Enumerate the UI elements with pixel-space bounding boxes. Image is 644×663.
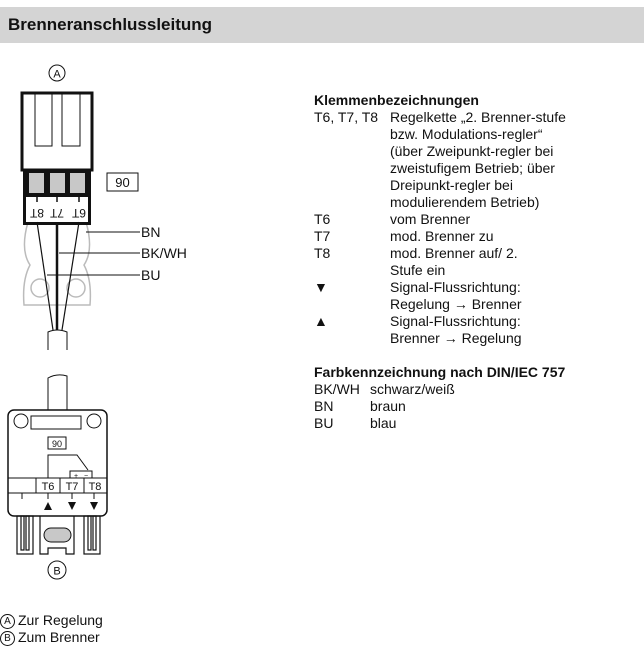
- list-item: T8 mod. Brenner auf/ 2. Stufe ein: [314, 245, 570, 279]
- color-value: braun: [370, 398, 406, 414]
- connector-diagram: A 8T 7T 6T 90 BN BK/WH BU 90 + − T6 T7 T…: [7, 64, 187, 580]
- color-key: BU: [314, 415, 334, 431]
- terminal-t8: T8: [89, 481, 102, 493]
- burner-plug: [7, 409, 108, 517]
- term-value: Signal-Flussrichtung: Regelung → Brenner: [390, 279, 522, 312]
- arrow-down-icon: ▼: [314, 279, 328, 295]
- term-value: mod. Brenner zu: [390, 228, 494, 244]
- cable-top: [47, 329, 68, 350]
- plug-housing: [20, 91, 94, 172]
- terminal-t6: T6: [42, 481, 55, 493]
- color-key: BN: [314, 398, 334, 414]
- signal-arrows: [44, 502, 98, 510]
- wires: [36, 221, 80, 331]
- marker-b-legend: B: [0, 631, 15, 646]
- code-label: 90: [115, 175, 129, 190]
- color-value: blau: [370, 415, 397, 431]
- section-header: Brenneranschlussleitung: [0, 7, 644, 43]
- list-item: T6, T7, T8 Regelkette „2. Brenner-stufe b…: [314, 109, 570, 211]
- list-item: BU blau: [314, 415, 570, 432]
- marker-a-circle: [48, 64, 66, 82]
- code-label-bottom: 90: [52, 439, 62, 449]
- term-key: T8: [314, 245, 331, 261]
- terminal-label: 6T: [71, 206, 86, 220]
- list-item: ▼ Signal-Flussrichtung: Regelung → Brenne…: [314, 279, 570, 313]
- plug-slot: [61, 93, 81, 147]
- section-title: Brenneranschlussleitung: [8, 15, 213, 34]
- legend-text: Zur Regelung: [18, 612, 103, 628]
- terminal-contact: [50, 173, 65, 193]
- color-key: BK/WH: [314, 381, 360, 397]
- terminal-designations: Klemmenbezeichnungen T6, T7, T8 Regelkett…: [314, 92, 570, 432]
- list-item: ▲ Signal-Flussrichtung: Brenner → Regelun…: [314, 313, 570, 347]
- marker-b-circle: [47, 560, 67, 580]
- cable-bottom: [47, 374, 68, 410]
- plus-sign: +: [74, 473, 78, 480]
- term-value: Regelkette „2. Brenner-stufe bzw. Modula…: [390, 109, 566, 210]
- legend-text: Zum Brenner: [18, 629, 100, 645]
- list-item: BN braun: [314, 398, 570, 415]
- minus-sign: −: [84, 473, 88, 480]
- marker-b: B: [53, 566, 60, 578]
- terminal-t7: T7: [66, 481, 79, 493]
- wire-label-bkwh: BK/WH: [141, 245, 187, 261]
- term-key: T6, T7, T8: [314, 109, 379, 125]
- wire-label-bu: BU: [141, 267, 160, 283]
- arrow-up-icon: ▲: [314, 313, 328, 329]
- terminal-label: 8T: [29, 206, 44, 220]
- colors-heading: Farbkennzeichnung nach DIN/IEC 757: [314, 364, 566, 380]
- code-box-bottom: [47, 436, 67, 450]
- plug-pins: [16, 515, 101, 555]
- plug-slot: [34, 93, 53, 147]
- color-value: schwarz/weiß: [370, 381, 455, 397]
- marker-a: A: [53, 69, 61, 81]
- terminal-contact: [29, 173, 44, 193]
- list-item: T7 mod. Brenner zu: [314, 228, 570, 245]
- term-key: T7: [314, 228, 331, 244]
- term-value: vom Brenner: [390, 211, 471, 227]
- term-key: T6: [314, 211, 331, 227]
- code-box: [106, 172, 139, 192]
- terminal-label: 7T: [49, 206, 64, 220]
- term-value: Signal-Flussrichtung: Brenner → Regelung: [390, 313, 522, 346]
- terminal-contact: [70, 173, 85, 193]
- list-item: T6 vom Brenner: [314, 211, 570, 228]
- term-value: mod. Brenner auf/ 2. Stufe ein: [390, 245, 518, 278]
- marker-a-legend: A: [0, 614, 15, 629]
- wire-label-bn: BN: [141, 224, 160, 240]
- terminals-heading: Klemmenbezeichnungen: [314, 92, 479, 108]
- list-item: BK/WH schwarz/weiß: [314, 381, 570, 398]
